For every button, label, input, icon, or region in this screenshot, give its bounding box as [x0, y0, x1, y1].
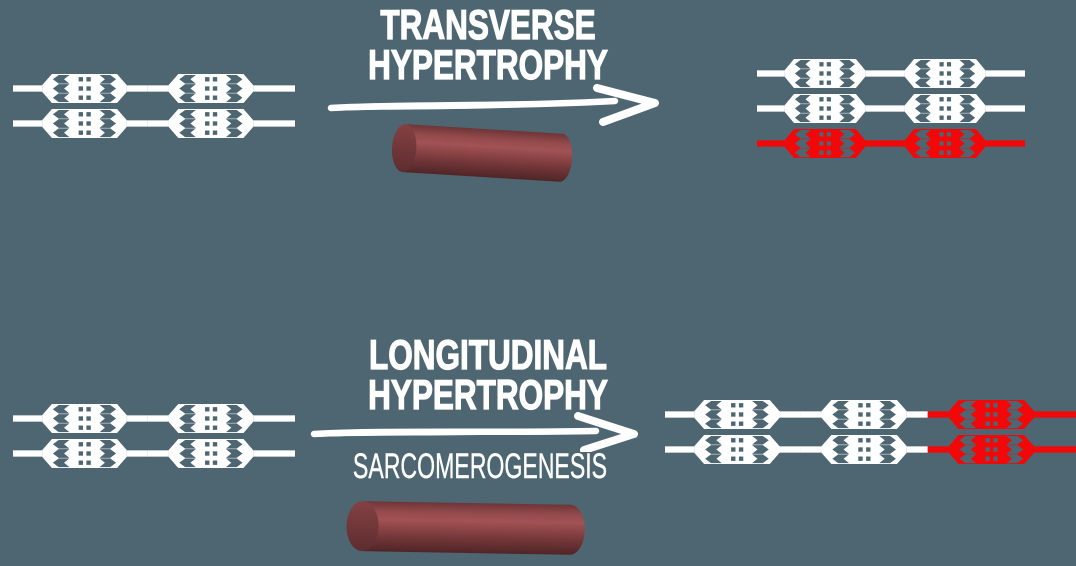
myofibril-group-bottom-left	[13, 403, 295, 473]
sarcomere-unit	[904, 128, 986, 159]
sarcomere-unit	[694, 399, 780, 430]
longitudinal-hypertrophy-title: LONGITUDINAL HYPERTROPHY	[338, 331, 638, 418]
myofibril-row	[757, 58, 1025, 89]
title-line-2: HYPERTROPHY	[368, 41, 609, 88]
sarcomerogenesis-label: SARCOMEROGENESIS	[352, 447, 608, 486]
muscle-fiber-cylinder-top	[391, 124, 573, 182]
sarcomere-unit	[784, 58, 866, 89]
myofibril-row	[13, 438, 295, 469]
sarcomere-unit	[784, 128, 866, 159]
sarcomere-unit	[42, 438, 127, 469]
muscle-fiber-cylinder-bottom	[346, 501, 585, 555]
sarcomere-unit	[168, 438, 254, 469]
sarcomere-unit	[168, 108, 254, 139]
sarcomere-unit	[948, 434, 1034, 465]
myofibril-row	[757, 128, 1025, 159]
myofibril-row	[13, 108, 295, 139]
sarcomere-unit	[784, 93, 866, 124]
title-line-2: HYPERTROPHY	[368, 371, 609, 418]
transverse-hypertrophy-title: TRANSVERSE HYPERTROPHY	[338, 1, 638, 88]
myofibril-group-top-left	[13, 73, 295, 143]
myofibril-row	[665, 434, 1076, 465]
sarcomere-unit	[168, 403, 254, 434]
myofibril-row	[13, 403, 295, 434]
myofibril-group-top-right	[757, 58, 1025, 163]
sarcomere-unit	[821, 399, 907, 430]
sarcomere-unit	[42, 403, 127, 434]
longitudinal-arrow-icon	[310, 412, 638, 452]
myofibril-group-bottom-right	[665, 399, 1076, 469]
myofibril-row	[757, 93, 1025, 124]
sarcomere-unit	[694, 434, 780, 465]
sarcomere-unit	[904, 93, 986, 124]
transverse-arrow-icon	[327, 84, 659, 126]
sarcomere-unit	[42, 108, 127, 139]
sarcomere-unit	[904, 58, 986, 89]
sarcomere-unit	[948, 399, 1034, 430]
title-line-1: TRANSVERSE	[380, 1, 596, 48]
sarcomere-unit	[168, 73, 254, 104]
sarcomere-unit	[821, 434, 907, 465]
sarcomere-unit	[42, 73, 127, 104]
title-line-1: LONGITUDINAL	[369, 331, 608, 378]
myofibril-row	[13, 73, 295, 104]
myofibril-row	[665, 399, 1076, 430]
